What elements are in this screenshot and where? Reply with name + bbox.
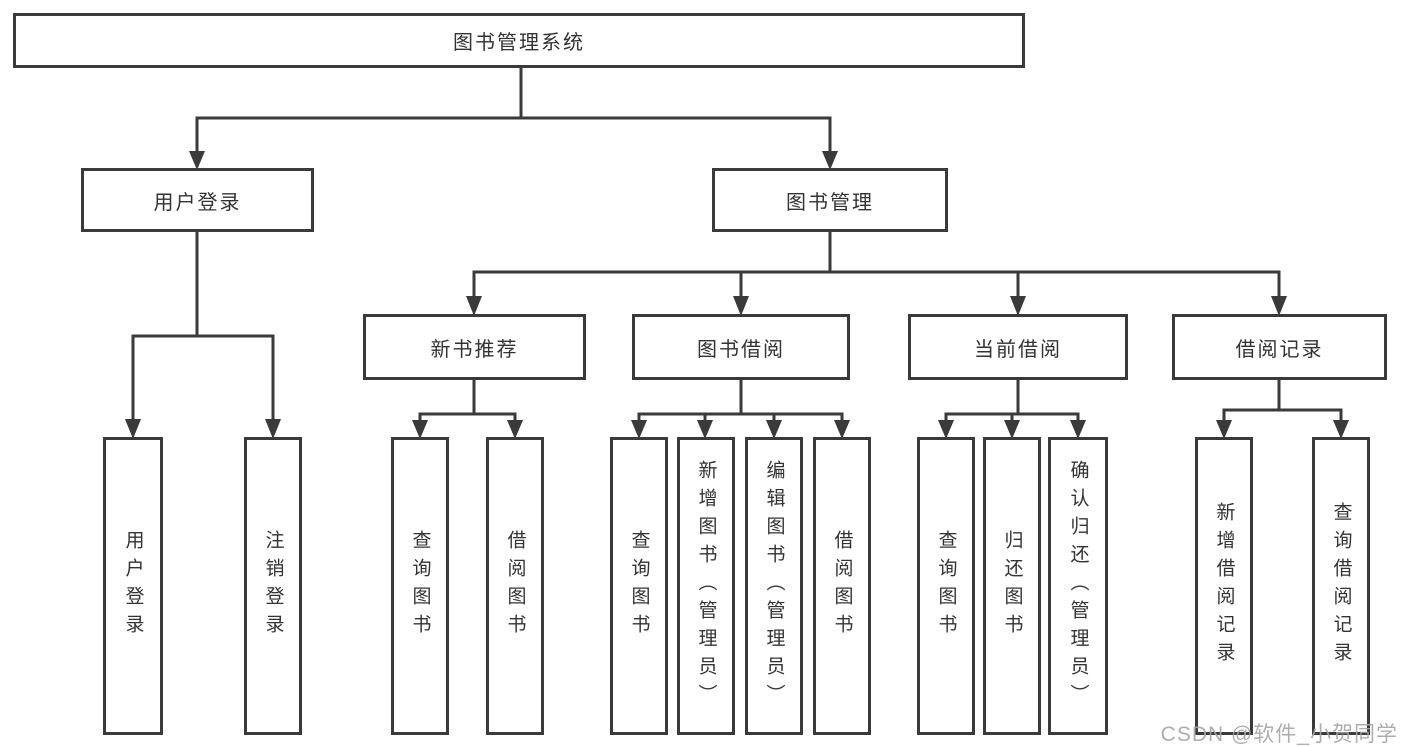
leaf-user-login: 用户登录 (103, 437, 163, 735)
leaf-records-query: 查询借阅记录 (1312, 437, 1370, 735)
leaf-current-confirm-admin: 确认归还（管理员） (1048, 437, 1108, 735)
node-current-borrow: 当前借阅 (908, 314, 1128, 380)
leaf-current-return: 归还图书 (983, 437, 1041, 735)
leaf-current-query: 查询图书 (917, 437, 975, 735)
node-user-login: 用户登录 (81, 168, 314, 232)
node-root-system: 图书管理系统 (13, 13, 1025, 68)
leaf-records-add: 新增借阅记录 (1195, 437, 1253, 735)
node-book-management: 图书管理 (712, 168, 948, 232)
csdn-watermark: CSDN @软件_小贺同学 (1160, 723, 1398, 746)
leaf-logout: 注销登录 (244, 437, 302, 735)
leaf-borrow-edit-admin: 编辑图书（管理员） (745, 437, 803, 735)
node-borrow-records: 借阅记录 (1172, 314, 1387, 380)
node-book-borrow: 图书借阅 (632, 314, 850, 380)
leaf-newbooks-borrow: 借阅图书 (486, 437, 544, 735)
node-new-book-recommend: 新书推荐 (363, 314, 586, 380)
leaf-borrow-add-admin: 新增图书（管理员） (677, 437, 735, 735)
leaf-borrow-borrow: 借阅图书 (813, 437, 871, 735)
leaf-newbooks-query: 查询图书 (391, 437, 449, 735)
leaf-borrow-query: 查询图书 (610, 437, 668, 735)
